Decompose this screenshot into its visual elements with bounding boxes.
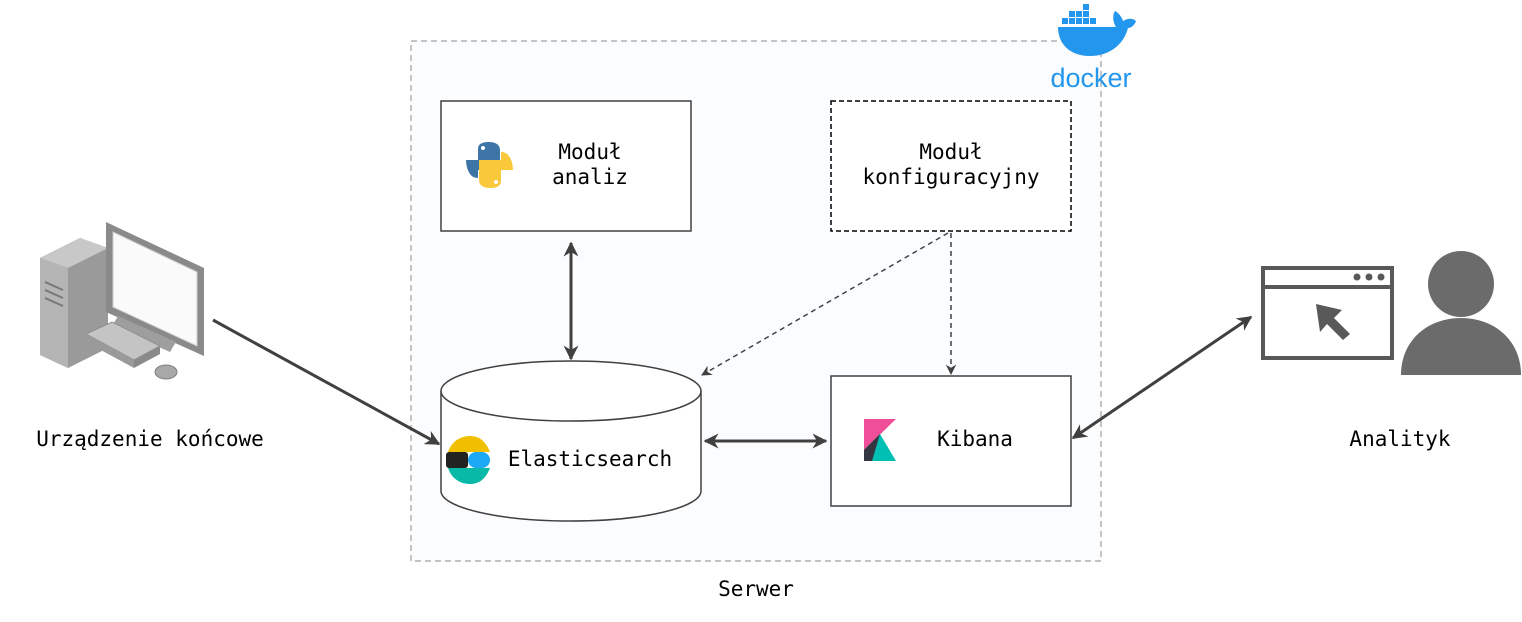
config-to-elasticsearch-arrow bbox=[701, 232, 949, 376]
analysis-module-line1: Moduł bbox=[558, 140, 622, 164]
analysis-module-label: Moduł analiz bbox=[520, 140, 660, 190]
config-module-line1: Moduł bbox=[919, 140, 983, 164]
device-to-elasticsearch-arrow bbox=[212, 318, 441, 446]
browser-window-icon bbox=[1261, 266, 1394, 360]
desktop-computer-icon bbox=[40, 222, 204, 380]
config-module-label: Moduł konfiguracyjny bbox=[835, 140, 1067, 190]
elasticsearch-label: Elasticsearch bbox=[507, 447, 673, 471]
analysis-module-line2: analiz bbox=[552, 165, 628, 189]
docker-logo-icon: docker bbox=[1050, 4, 1136, 93]
python-logo-icon bbox=[466, 142, 513, 188]
kibana-analyst-arrow bbox=[1071, 315, 1253, 440]
elasticsearch-cylinder bbox=[440, 360, 702, 522]
analyst-label: Analityk bbox=[1349, 427, 1451, 451]
config-module-box bbox=[830, 100, 1072, 232]
server-label: Serwer bbox=[718, 577, 794, 601]
svg-text:docker: docker bbox=[1050, 63, 1131, 93]
kibana-logo-icon bbox=[864, 419, 896, 461]
config-module-line2: konfiguracyjny bbox=[862, 165, 1040, 189]
user-icon bbox=[1401, 251, 1521, 375]
device-label: Urządzenie końcowe bbox=[36, 427, 264, 451]
kibana-label: Kibana bbox=[937, 427, 1013, 451]
elasticsearch-logo-icon bbox=[446, 436, 490, 484]
